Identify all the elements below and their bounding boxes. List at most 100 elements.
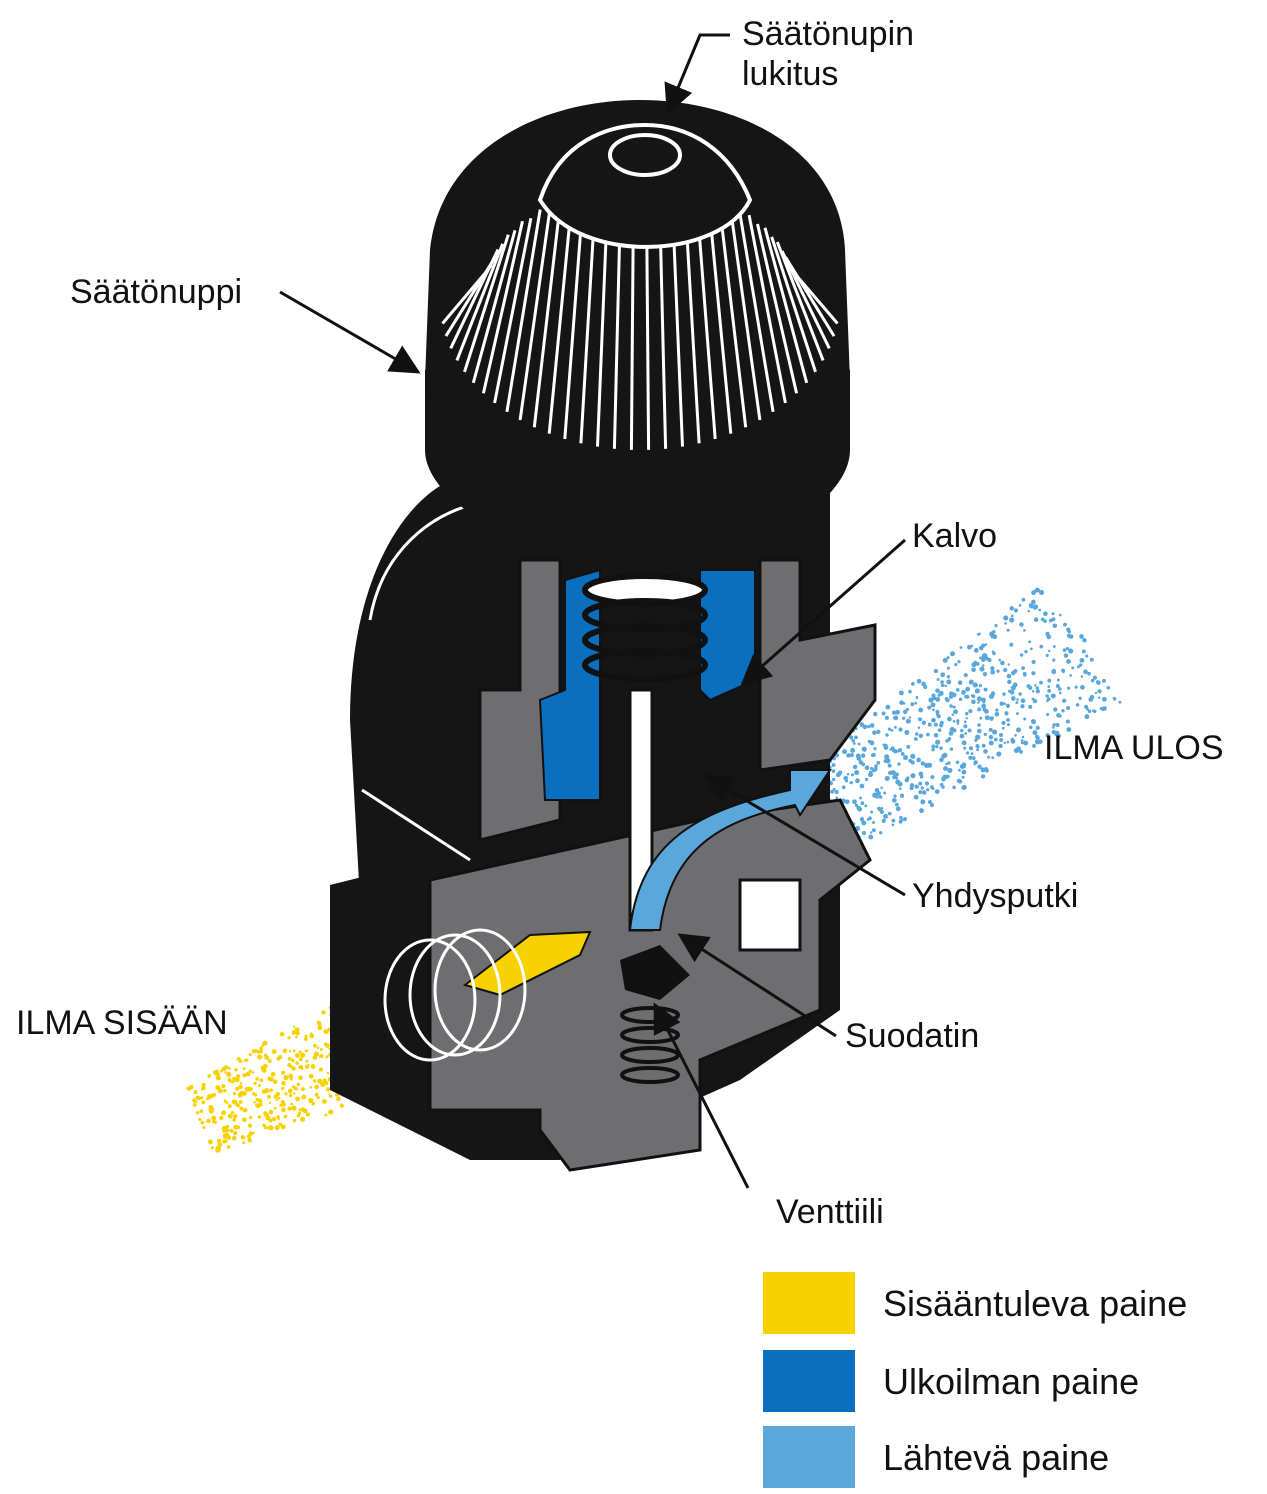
particle	[292, 1049, 296, 1053]
particle	[211, 1115, 217, 1121]
particle	[242, 1141, 246, 1145]
particle	[279, 1031, 285, 1037]
filter-label: Suodatin	[845, 1017, 980, 1055]
particle	[1087, 671, 1091, 676]
particle	[1026, 684, 1031, 689]
particle	[990, 635, 994, 639]
particle	[998, 743, 1003, 749]
particle	[948, 731, 954, 736]
particle	[1089, 657, 1094, 662]
particle	[195, 1095, 200, 1100]
particle	[844, 799, 850, 805]
particle	[895, 806, 901, 812]
particle	[956, 778, 962, 784]
particle	[237, 1092, 243, 1098]
particle	[952, 705, 956, 709]
particle	[1031, 599, 1036, 605]
particle	[1045, 653, 1049, 658]
particle	[1006, 718, 1010, 722]
particle	[975, 661, 980, 666]
particle	[978, 684, 983, 688]
particle	[906, 744, 911, 749]
particle	[965, 686, 971, 692]
particle	[1047, 678, 1052, 683]
particle	[999, 738, 1004, 743]
particle	[982, 707, 987, 712]
particle	[267, 1058, 272, 1063]
particle	[1051, 612, 1055, 616]
particle	[930, 785, 934, 790]
particle	[850, 747, 856, 753]
particle	[277, 1117, 280, 1121]
particle	[236, 1125, 241, 1130]
particle	[845, 779, 849, 783]
particle	[1047, 649, 1051, 653]
particle	[1068, 634, 1074, 639]
particle	[1048, 618, 1053, 623]
particle	[319, 1054, 322, 1058]
particle	[239, 1106, 244, 1111]
particle	[918, 733, 924, 739]
particle	[968, 679, 974, 685]
particle	[1079, 634, 1084, 639]
particle	[1052, 723, 1056, 727]
particle	[900, 752, 905, 756]
particle	[979, 666, 985, 672]
knob-lock-label-line1: Säätönupin	[742, 15, 915, 53]
particle	[239, 1082, 243, 1085]
particle	[961, 740, 967, 746]
particle	[895, 779, 901, 785]
particle	[851, 773, 855, 777]
particle	[298, 1075, 303, 1081]
particle	[974, 688, 980, 694]
particle	[905, 718, 911, 724]
particle	[1023, 717, 1027, 721]
particle	[914, 732, 919, 736]
particle	[298, 1057, 303, 1062]
particle	[1003, 702, 1006, 706]
particle	[981, 743, 986, 748]
particle	[931, 717, 936, 723]
particle	[920, 786, 924, 790]
particle	[891, 748, 896, 753]
particle	[252, 1092, 256, 1096]
particle	[972, 682, 978, 688]
particle	[968, 755, 973, 760]
particle	[219, 1143, 223, 1147]
particle	[874, 764, 878, 768]
particle	[1080, 675, 1084, 678]
particle	[856, 756, 862, 761]
particle	[283, 1074, 289, 1081]
particle	[864, 765, 870, 771]
particle	[1045, 631, 1050, 637]
knob-rib	[775, 241, 825, 361]
particle	[996, 751, 1002, 757]
particle	[317, 1025, 323, 1031]
particle	[1010, 614, 1014, 618]
particle	[891, 823, 895, 827]
particle	[1058, 613, 1062, 617]
particle	[1019, 653, 1024, 657]
particle	[870, 810, 874, 814]
particle	[843, 775, 849, 781]
particle	[308, 1073, 314, 1079]
particle	[893, 794, 897, 798]
knob-rib	[493, 217, 533, 404]
particle	[248, 1053, 252, 1057]
particle	[247, 1137, 253, 1143]
particle	[223, 1099, 227, 1103]
particle	[310, 1064, 316, 1070]
particle	[1003, 615, 1009, 621]
particle	[324, 1113, 328, 1117]
knob-rib	[547, 199, 574, 434]
particle	[221, 1084, 226, 1089]
particle	[832, 787, 836, 791]
particle	[942, 774, 948, 780]
particle	[852, 742, 856, 745]
particle	[1006, 740, 1010, 744]
particle	[923, 762, 930, 768]
particle	[977, 701, 980, 704]
particle	[251, 1049, 256, 1054]
particle	[873, 767, 878, 772]
particle	[1069, 674, 1073, 677]
